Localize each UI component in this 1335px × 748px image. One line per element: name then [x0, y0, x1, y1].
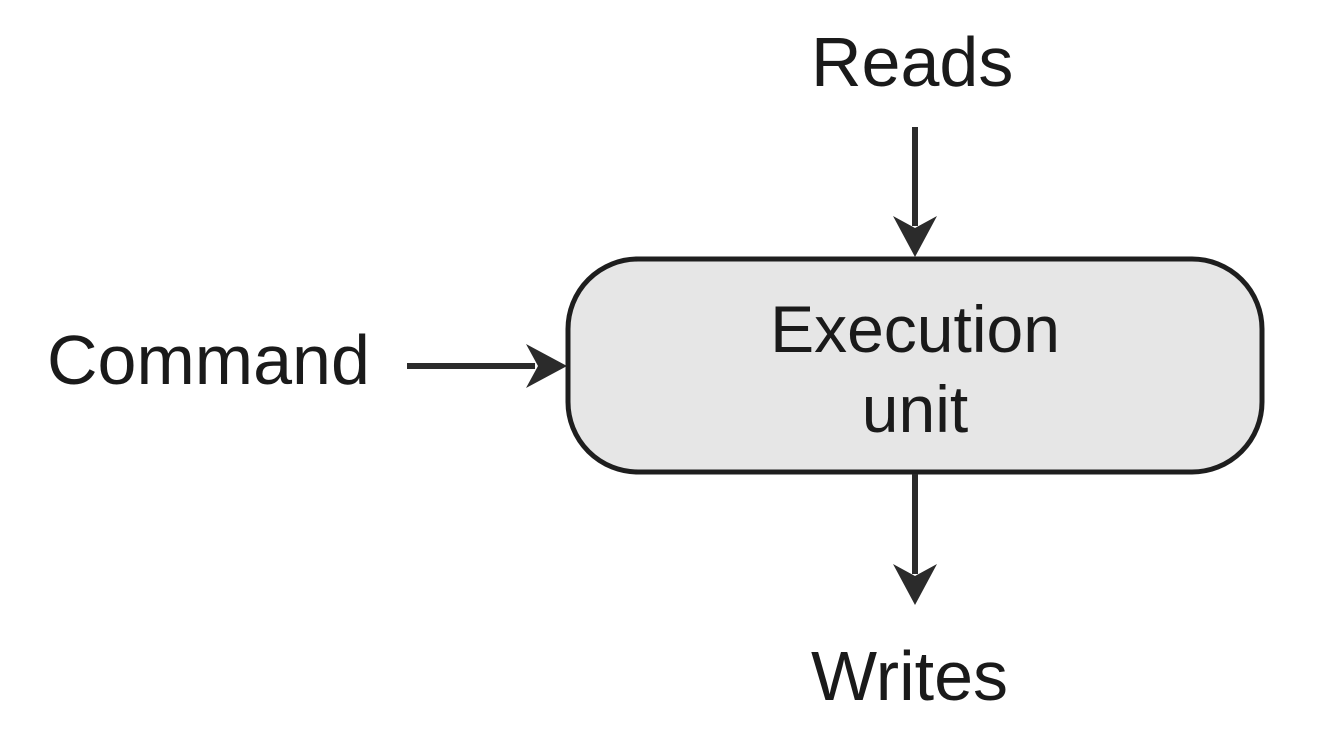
- execution-unit-box: [565, 256, 1265, 475]
- writes-arrow: [893, 474, 937, 605]
- reads-label: Reads: [811, 23, 1014, 101]
- command-label: Command: [47, 321, 370, 399]
- execution-unit-label-line1: Execution: [770, 292, 1060, 366]
- writes-label: Writes: [811, 637, 1009, 715]
- execution-unit-label-line2: unit: [861, 372, 969, 446]
- command-arrow: [407, 344, 567, 388]
- reads-arrow: [893, 127, 937, 257]
- execution-unit-label: Execution unit: [568, 289, 1262, 449]
